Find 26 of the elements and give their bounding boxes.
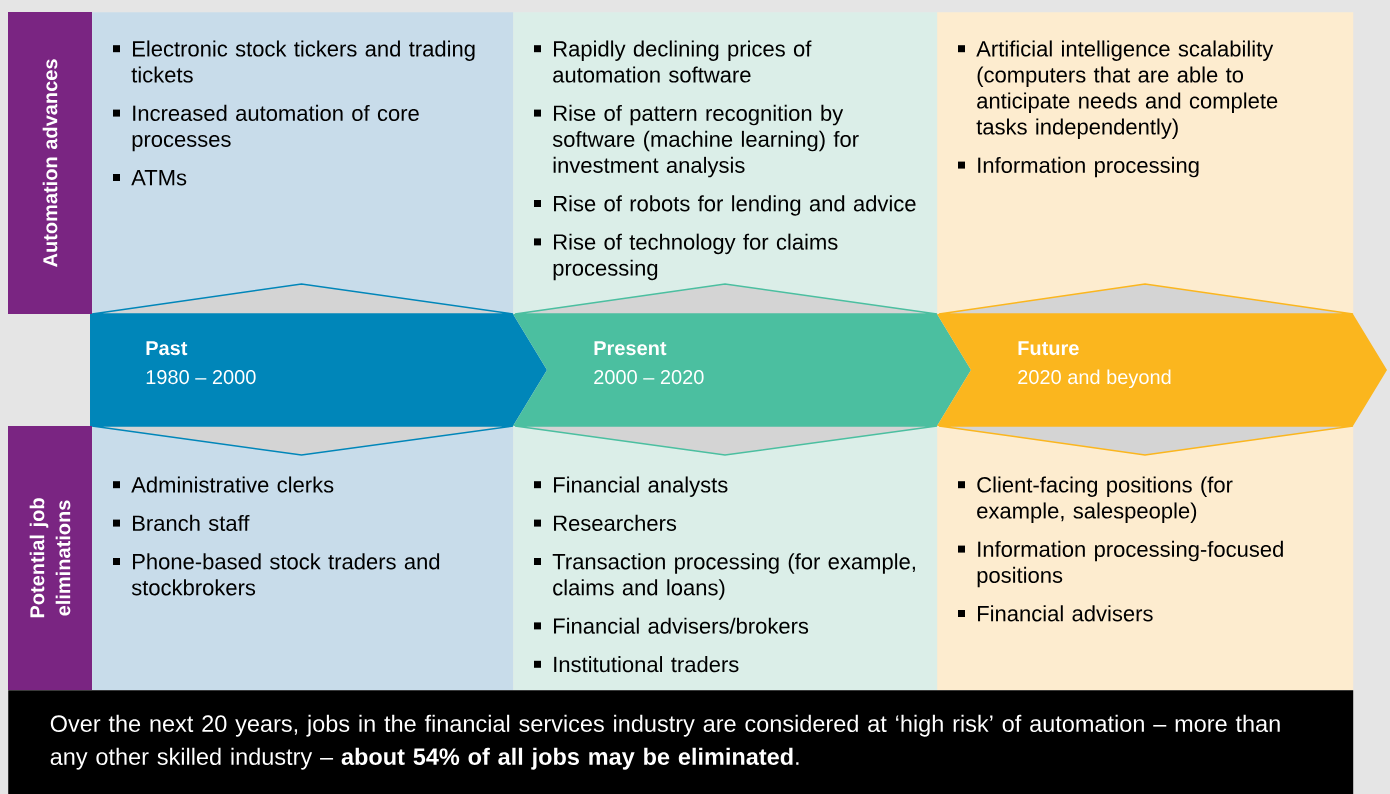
bullet-item: Phone-based stock traders and stockbrokers: [113, 553, 440, 596]
bullet-item: Rise of robots for lending and advice: [534, 195, 916, 216]
bullet-item: Administrative clerks: [113, 476, 334, 493]
bullet-item: Electronic stock tickers and trading tickets: [113, 40, 475, 83]
bullet-item: Rise of pattern recognition by software (machine learning) for investment analysis: [534, 104, 859, 178]
bullet-item: Rise of technology for claims processing: [534, 233, 838, 281]
row-header: Potential job eliminations: [8, 426, 92, 690]
bullet-item: Branch staff: [113, 514, 250, 531]
period-banner: Future 2020 and beyond: [937, 283, 1387, 456]
summary-banner: Over the next 20 years, jobs in the financial services industry are considered at ‘high risk’ of automation – more than any other skilled industry – about 54% of all jobs may be eliminated.: [8, 690, 1354, 794]
bullet-item: Rapidly declining prices of automation software: [534, 40, 812, 83]
bullet-item: Financial advisers/brokers: [534, 617, 809, 634]
bullet-item: Researchers: [534, 514, 677, 531]
bullet-item: Client-facing positions (for example, salespeople): [958, 476, 1233, 523]
bullet-item: Institutional traders: [534, 656, 739, 673]
bullet-item: Information processing-focused positions: [958, 540, 1283, 588]
row-header: Automation advances: [8, 12, 92, 314]
bullet-item: Information processing: [958, 156, 1199, 178]
period-banner: Present 2000 – 2020: [513, 283, 971, 456]
bullet-item: ATMs: [113, 170, 187, 186]
bullet-item: Increased automation of core processes: [113, 104, 419, 152]
bullet-item: Transaction processing (for example, claims and loans): [534, 553, 915, 600]
bullet-item: Financial analysts: [534, 476, 728, 497]
period-banner: Past 1980 – 2000: [90, 283, 547, 456]
bullet-item: Artificial intelligence scalability (computers that are able to anticipate needs and complete tasks independently): [958, 40, 1278, 139]
bullet-item: Financial advisers: [958, 605, 1153, 622]
